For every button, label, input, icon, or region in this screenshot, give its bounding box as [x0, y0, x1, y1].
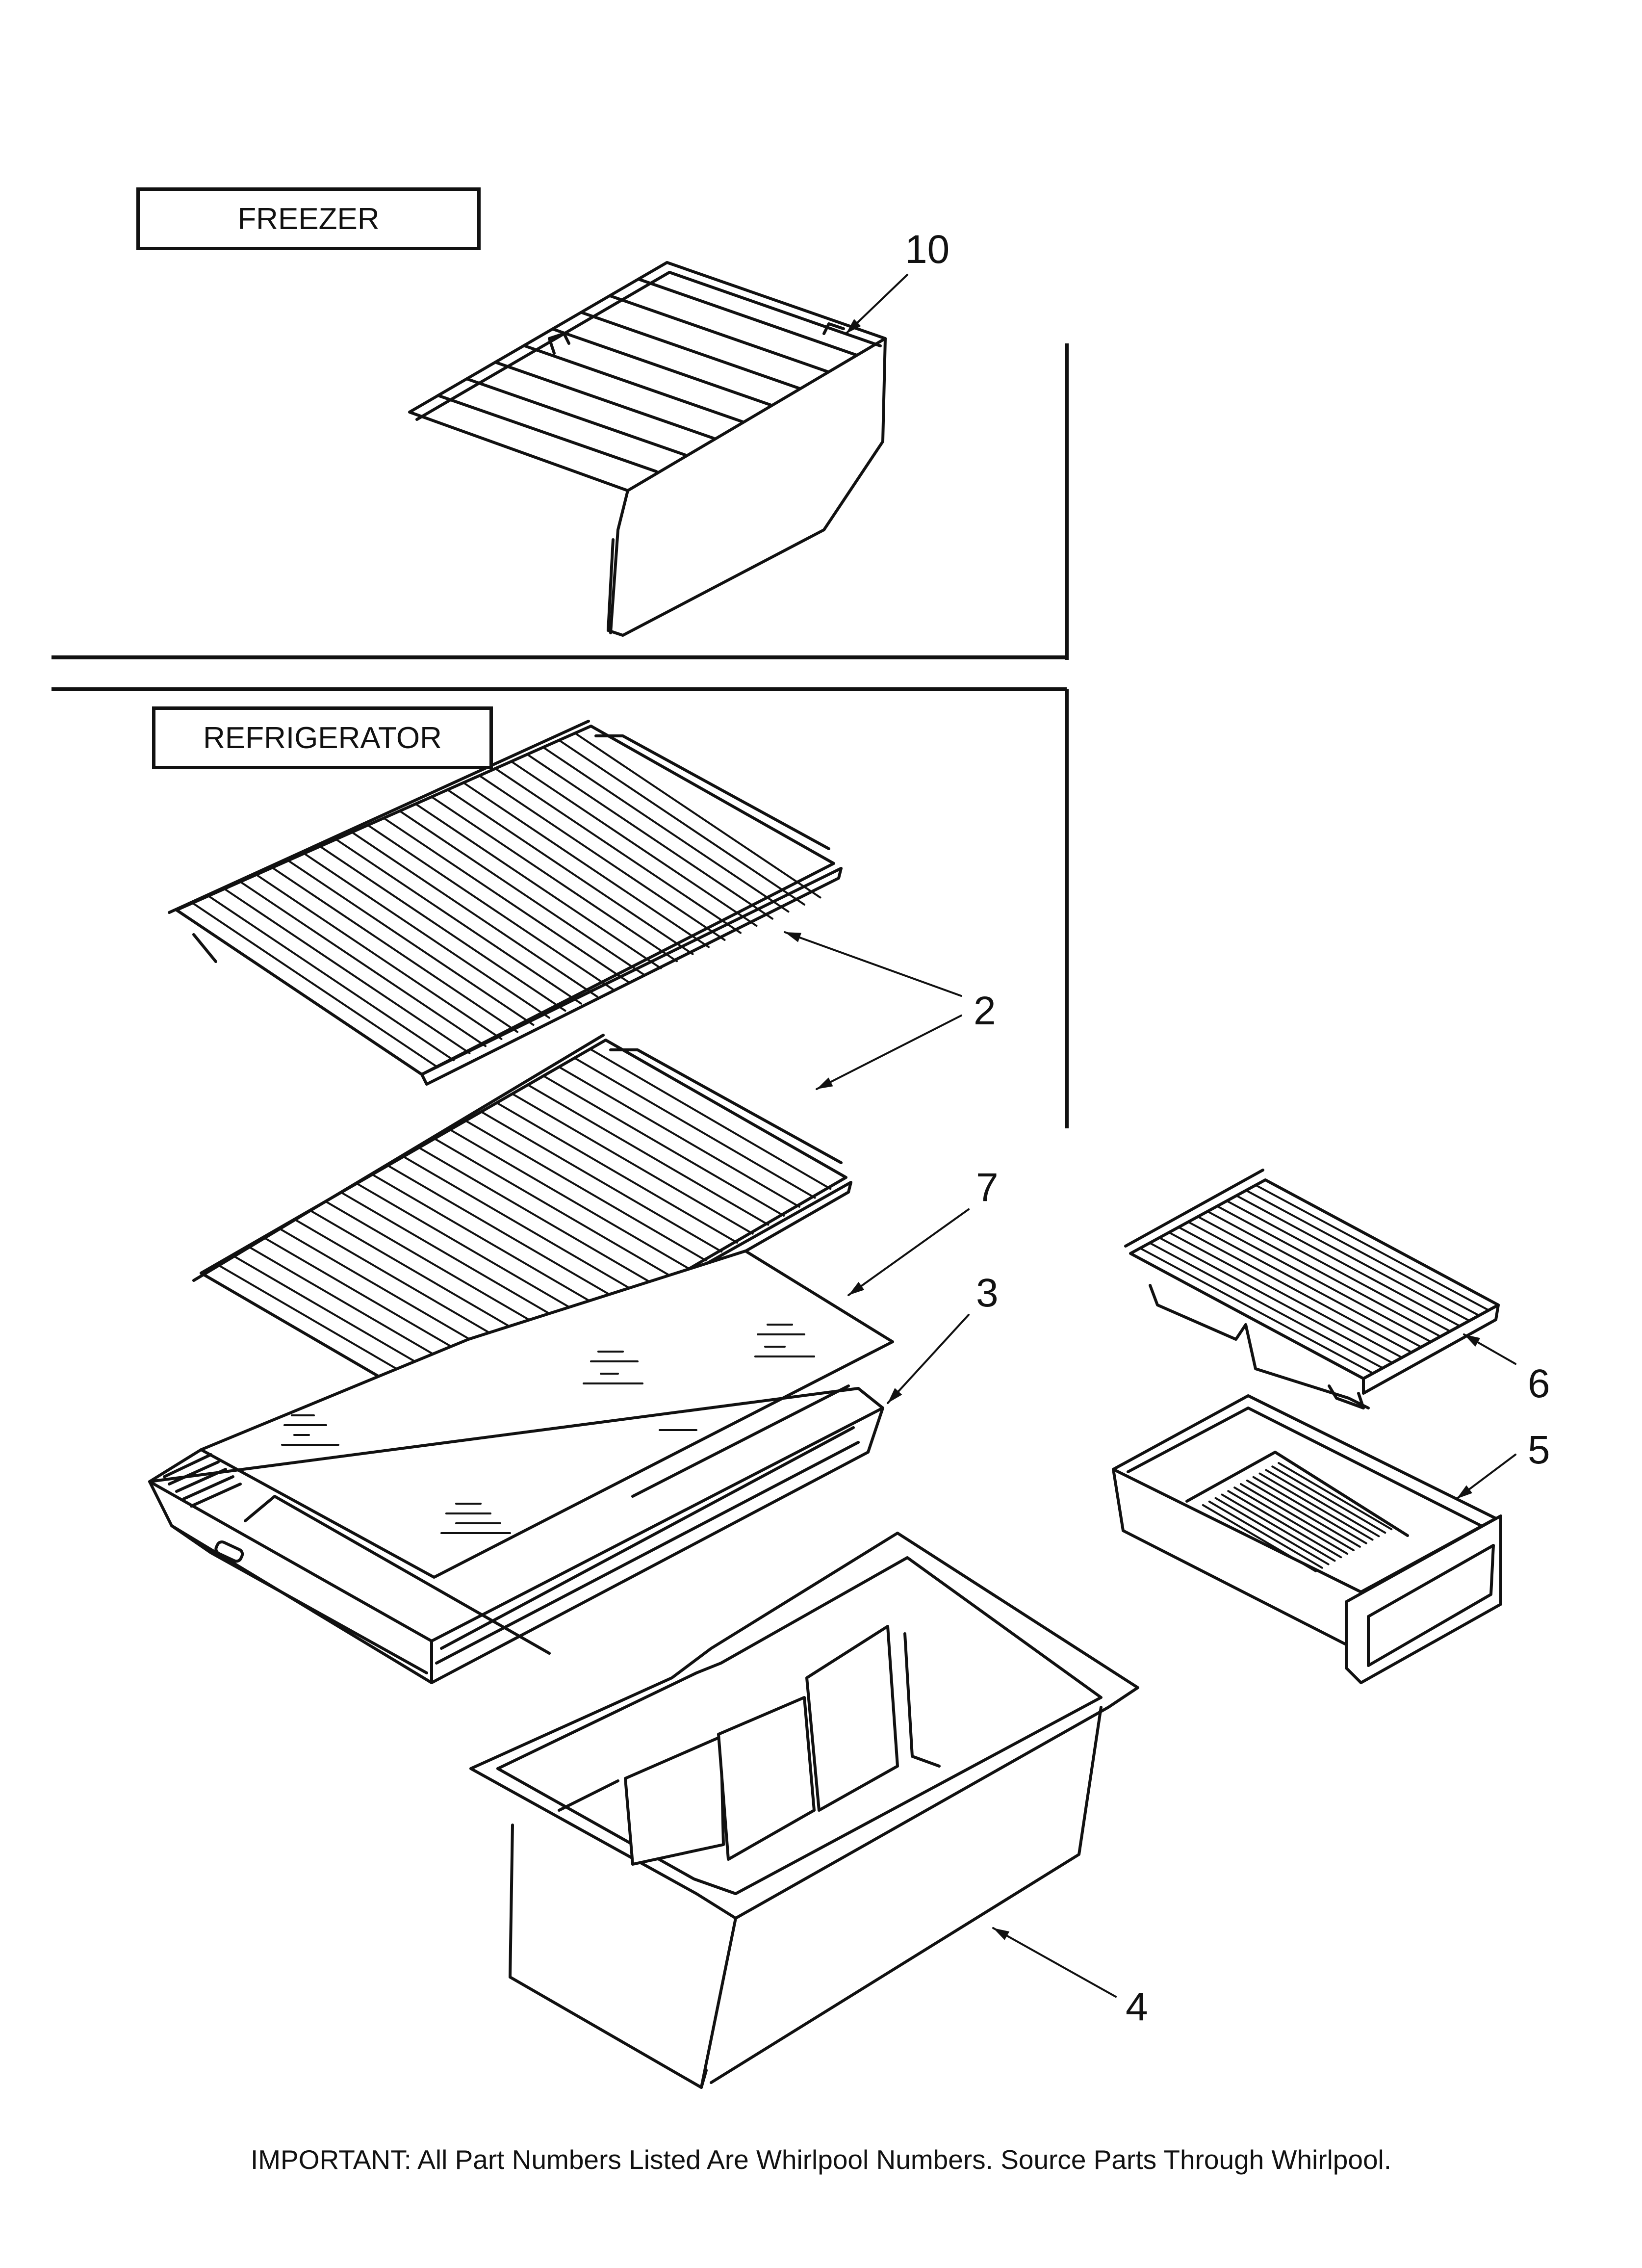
part-10-freezer-shelf: [408, 261, 887, 637]
section-frame: [51, 343, 1069, 1128]
part-5-deli-drawer: [1112, 1394, 1502, 1684]
part-4-crisper-bin: [469, 1532, 1139, 2089]
part-3-crisper-cover-frame: [148, 1384, 884, 1684]
callout-3: 3: [976, 1271, 999, 1315]
refrigerator-section-label: REFRIGERATOR: [152, 706, 493, 769]
callout-5: 5: [1528, 1428, 1550, 1472]
callout-10: 10: [905, 227, 950, 272]
freezer-section-label: FREEZER: [136, 187, 481, 250]
callout-2: 2: [974, 989, 996, 1033]
callout-7: 7: [976, 1165, 999, 1210]
part-6-deli-cover: [1124, 1169, 1500, 1409]
part-2-lower-shelf: [192, 1034, 852, 1424]
leader-arrows: [784, 274, 1516, 1998]
important-notice: IMPORTANT: All Part Numbers Listed Are W…: [250, 2144, 1392, 2175]
part-7-glass-insert: [200, 1250, 894, 1579]
callout-6: 6: [1528, 1361, 1550, 1406]
callout-4: 4: [1126, 1984, 1148, 2029]
part-2-upper-shelf: [168, 720, 843, 1086]
